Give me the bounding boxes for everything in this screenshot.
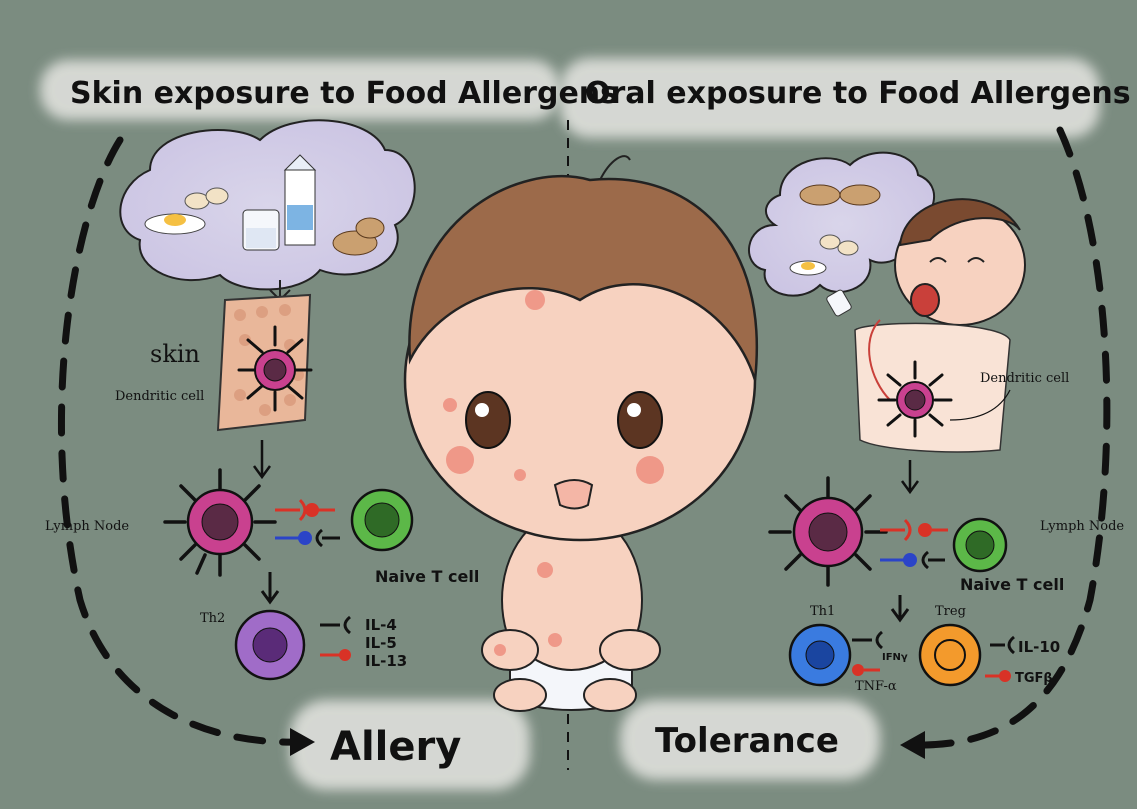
right-title: Oral exposure to Food Allergens (585, 76, 1131, 111)
th2-cytokine-2: IL-5 (365, 634, 397, 652)
skin-label: skin (150, 340, 200, 368)
left-title: Skin exposure to Food Allergens (70, 76, 618, 111)
right-lymph-node-label: Lymph Node (1040, 519, 1124, 534)
treg-cell (920, 625, 980, 685)
egg-icon (185, 193, 209, 209)
th2-cell (236, 611, 304, 679)
right-naive-t-label: Naive T cell (960, 575, 1064, 594)
left-naive-t-cell (352, 490, 412, 550)
th2-cytokine-1: IL-4 (365, 616, 397, 634)
th2-cytokine-3: IL-13 (365, 652, 407, 670)
ifny-label: IFNγ (882, 652, 908, 663)
left-naive-t-label: Naive T cell (375, 567, 479, 586)
right-peanut-icon (800, 185, 840, 205)
left-lymph-node-label: Lymph Node (45, 519, 129, 534)
right-dendritic-label: Dendritic cell (980, 371, 1069, 386)
il10-label: IL-10 (1018, 638, 1060, 656)
allergy-label: Allery (330, 724, 461, 770)
th1-cell (790, 625, 850, 685)
left-dendritic-label: Dendritic cell (115, 389, 204, 404)
tgfb-label: TGFβ (1015, 671, 1053, 686)
tnfa-label: TNF-α (855, 679, 897, 694)
right-naive-t-cell (954, 519, 1006, 571)
right-egg-icon (820, 235, 840, 249)
th2-label: Th2 (200, 611, 225, 626)
th1-label: Th1 (810, 604, 835, 619)
tolerance-label: Tolerance (655, 721, 839, 761)
left-node-dendritic-cell (165, 470, 275, 575)
treg-label: Treg (935, 604, 966, 619)
